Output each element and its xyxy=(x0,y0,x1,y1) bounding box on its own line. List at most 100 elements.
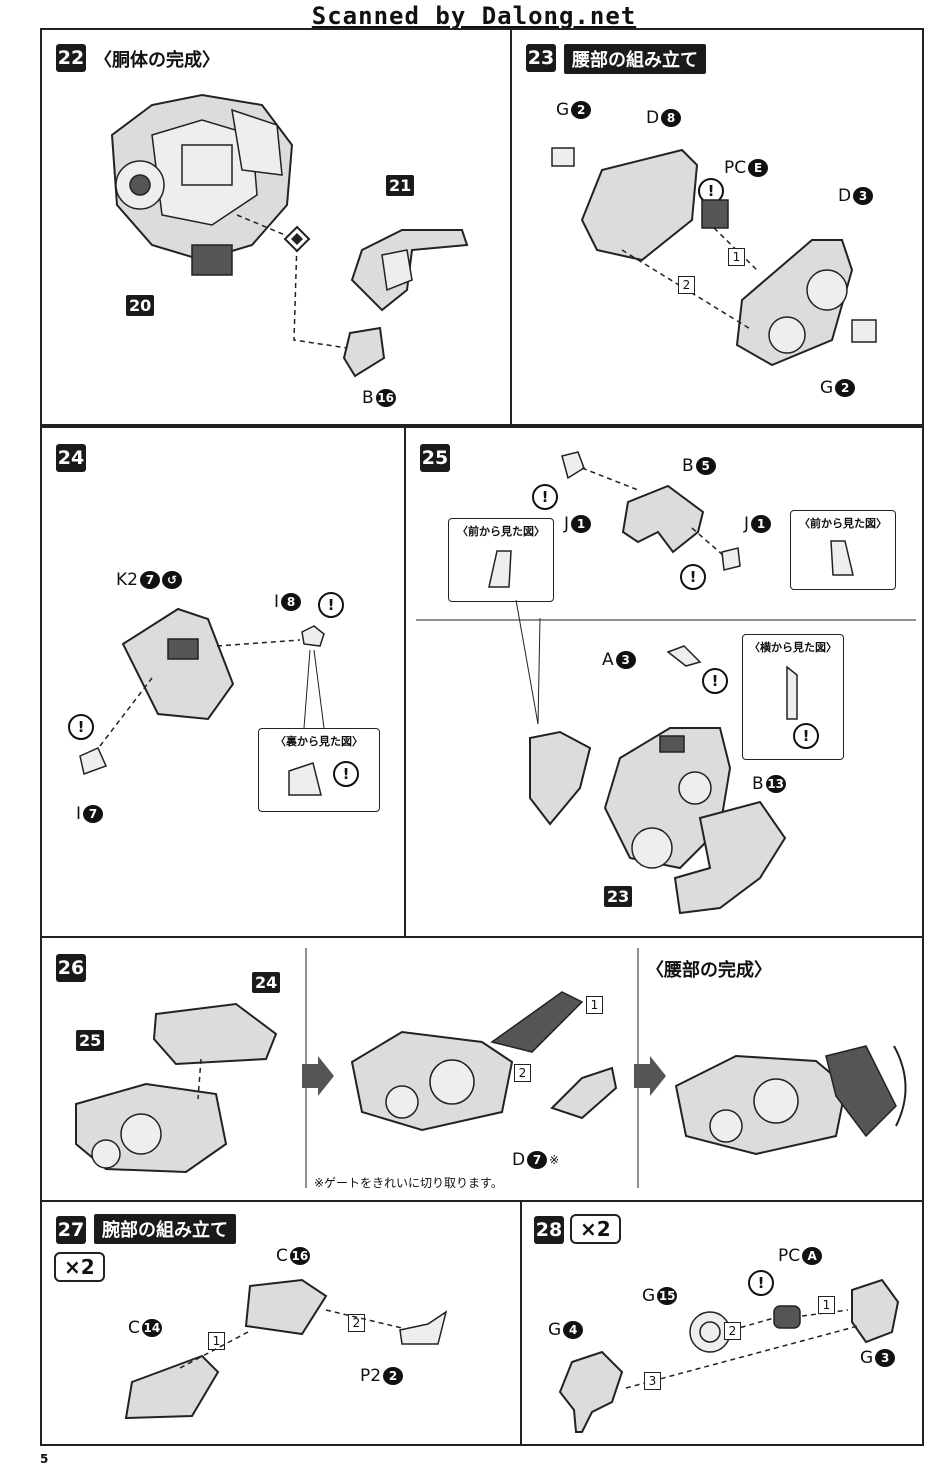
part-number: 7 xyxy=(527,1151,548,1169)
part-letter: G xyxy=(860,1348,874,1368)
b5-part-illustration xyxy=(621,484,705,554)
side-view-callout: 〈横から見た図〉 ! xyxy=(742,634,844,760)
part-letter: C xyxy=(128,1318,140,1338)
step-number: 24 xyxy=(56,444,86,472)
k2-part-illustration xyxy=(121,607,235,721)
step-number: 27 xyxy=(56,1216,86,1244)
c16-part-illustration xyxy=(244,1278,328,1336)
waist-parts-illustration xyxy=(551,147,877,367)
part-letter: B xyxy=(752,774,764,794)
side-view-part-illustration xyxy=(786,665,798,720)
step-number: 26 xyxy=(56,954,86,982)
part-letter: D xyxy=(646,108,660,128)
part-letter: G xyxy=(548,1320,562,1340)
d7-part-illustration xyxy=(550,1066,618,1120)
part-letter: B xyxy=(362,388,374,408)
warning-icon: ! xyxy=(702,668,728,694)
part-21-illustration xyxy=(350,229,469,312)
front-view-callout-right: 〈前から見た図〉 xyxy=(790,510,896,590)
ref-badge-23: 23 xyxy=(604,886,633,907)
step-title: 腕部の組み立て xyxy=(94,1214,236,1244)
page-number: 5 xyxy=(40,1452,49,1466)
note-mark: ※ xyxy=(549,1153,560,1167)
completed-waist-illustration xyxy=(674,1045,907,1156)
step-number: 22 xyxy=(56,44,86,72)
part-number: A xyxy=(802,1247,823,1265)
rotate-icon: ↺ xyxy=(161,571,182,589)
part-number: E xyxy=(748,159,769,177)
ref-badge-20: 20 xyxy=(126,295,155,316)
part-number: 16 xyxy=(375,389,396,407)
part-number: 3 xyxy=(853,187,874,205)
warning-icon: ! xyxy=(318,592,344,618)
step-number: 23 xyxy=(526,44,556,72)
part-number: 2 xyxy=(835,379,856,397)
assembly-guide-lines xyxy=(236,214,348,349)
back-view-callout: 〈裏から見た図〉 ! xyxy=(258,728,380,812)
next-step-arrow-icon xyxy=(634,1056,666,1096)
front-view-part-illustration xyxy=(488,550,512,588)
part-number: 7 xyxy=(139,571,160,589)
step-title: 〈胴体の完成〉 xyxy=(94,50,220,71)
part-letter: G xyxy=(642,1286,656,1306)
diamond-marker-icon xyxy=(283,225,311,253)
part-number: 1 xyxy=(751,515,772,533)
part-number: 15 xyxy=(657,1287,678,1305)
shoulder-parts-illustration xyxy=(558,1278,900,1433)
part-letter: D xyxy=(838,186,852,206)
step-title: 腰部の組み立て xyxy=(564,44,706,74)
multiplier-badge: ×2 xyxy=(54,1252,105,1282)
warning-icon: ! xyxy=(793,723,819,749)
part-number: 3 xyxy=(615,651,636,669)
part-letter: B xyxy=(682,456,694,476)
ref-badge-24: 24 xyxy=(252,972,281,993)
step-22-panel: 22 〈胴体の完成〉 20 21 B 16 xyxy=(40,28,512,426)
callout-title: 〈前から見た図〉 xyxy=(457,525,545,538)
assembly-guide-lines xyxy=(99,639,325,747)
p2-part-illustration xyxy=(399,1310,448,1345)
part-number: 5 xyxy=(695,457,716,475)
callout-title: 〈横から見た図〉 xyxy=(749,641,837,654)
part-letter: D xyxy=(512,1150,526,1170)
order-marker-3: 3 xyxy=(644,1372,661,1390)
part-number: 8 xyxy=(281,593,302,611)
section-divider xyxy=(416,467,916,725)
waist-with-armor-illustration xyxy=(350,991,584,1132)
warning-icon: ! xyxy=(680,564,706,590)
part-number: 14 xyxy=(141,1319,162,1337)
warning-icon: ! xyxy=(68,714,94,740)
front-view-callout-left: 〈前から見た図〉 xyxy=(448,518,554,602)
b13-part-illustration xyxy=(673,800,787,915)
part-number: 7 xyxy=(83,805,104,823)
watermark: Scanned by Dalong.net xyxy=(311,2,637,30)
part-letter: K2 xyxy=(116,570,138,590)
order-marker-1: 1 xyxy=(586,996,603,1014)
part-number: 2 xyxy=(383,1367,404,1385)
warning-icon: ! xyxy=(532,484,558,510)
part-letter: I xyxy=(274,592,280,612)
part-label-b16: B 16 xyxy=(362,388,396,408)
i8-part-illustration xyxy=(301,625,325,647)
back-view-part-illustration xyxy=(288,762,322,796)
order-marker-2: 2 xyxy=(678,276,695,294)
gate-note: ※ゲートをきれいに切り取ります。 xyxy=(314,1176,503,1190)
j1-right-part-illustration xyxy=(721,547,741,571)
step-number: 25 xyxy=(420,444,450,472)
part-letter: A xyxy=(602,650,614,670)
